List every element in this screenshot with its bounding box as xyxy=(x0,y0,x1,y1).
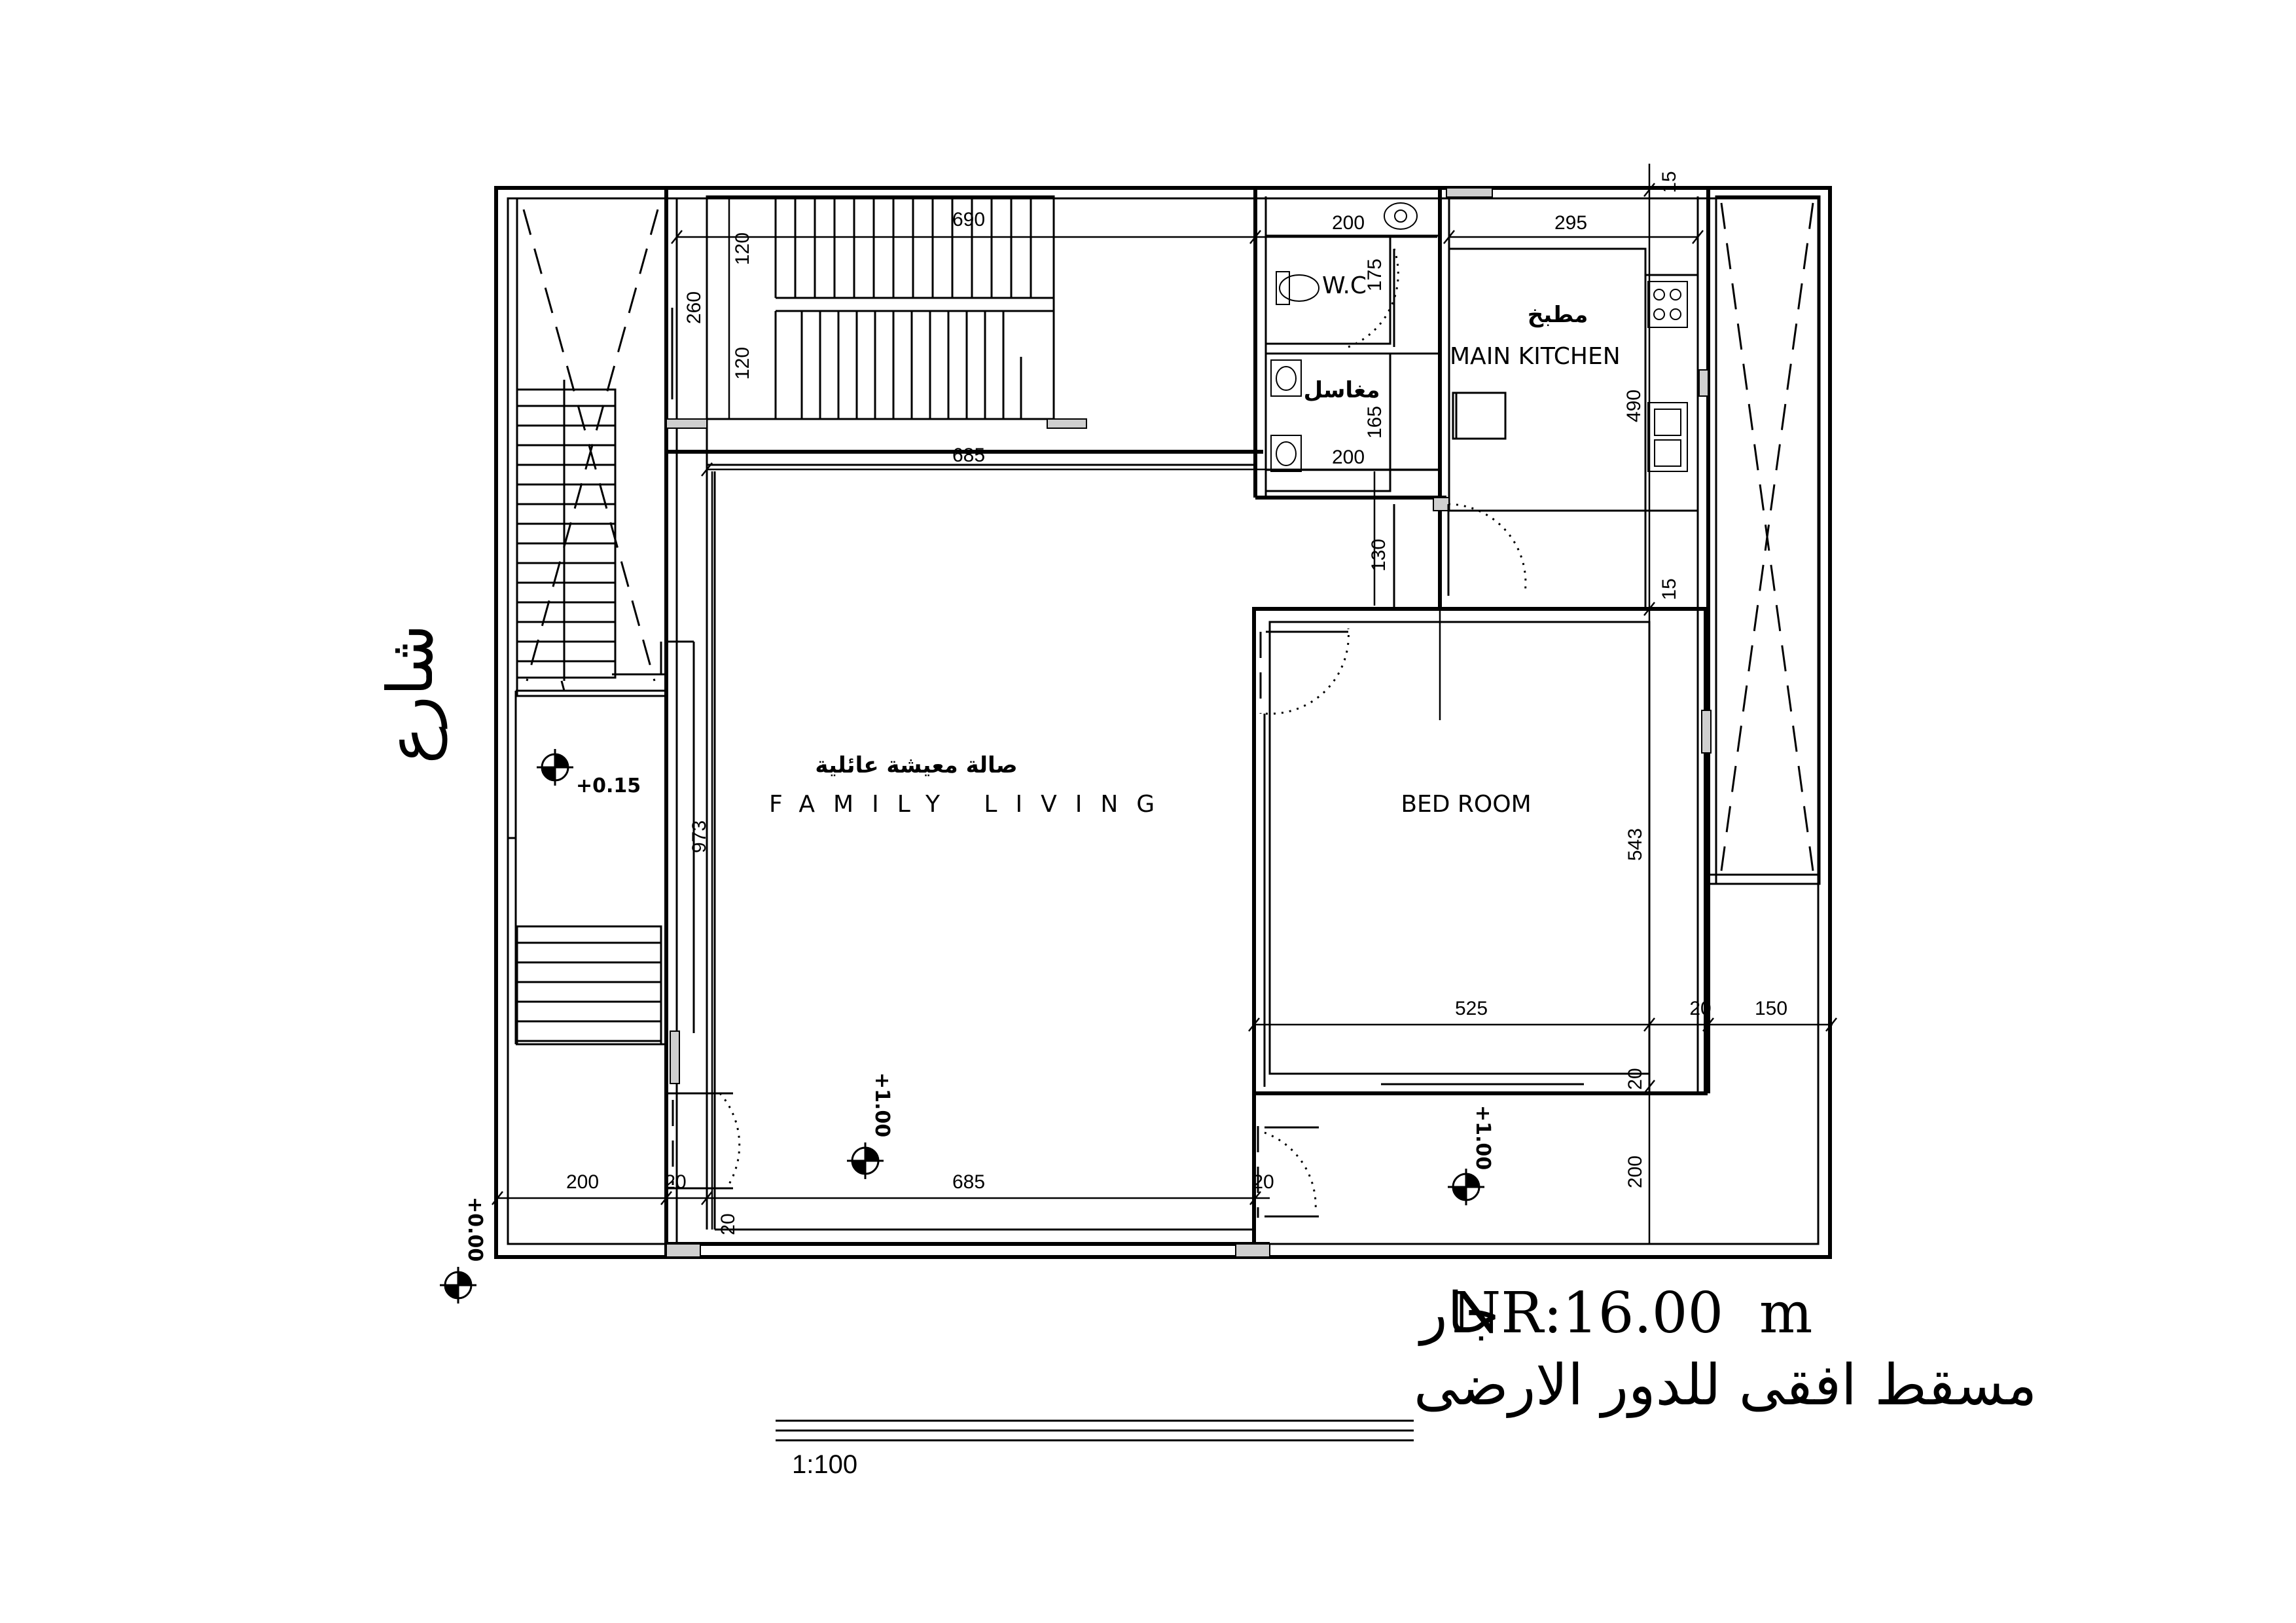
dimension-label: 295 xyxy=(1554,212,1587,234)
dimension-label: 20 xyxy=(1689,998,1711,1019)
building-walls xyxy=(508,188,1818,1257)
level-marker-icon xyxy=(1448,1169,1484,1205)
stove-icon xyxy=(1647,281,1688,328)
dimension-label: 20 xyxy=(1624,1068,1646,1089)
level-marker-icon xyxy=(847,1142,884,1179)
dimension-label: 543 xyxy=(1624,828,1646,861)
dimension-label: 200 xyxy=(1624,1156,1646,1188)
kitchen-sink-icon xyxy=(1647,402,1688,472)
drawing-title: مسقط افقى للدور الارضى xyxy=(1414,1353,2037,1418)
living-level-label: +1.00 xyxy=(870,1072,893,1137)
level-marker-icon xyxy=(537,749,573,786)
dimension-label: 525 xyxy=(1455,998,1488,1019)
sink-icon xyxy=(1270,359,1302,472)
doors xyxy=(666,248,1527,1218)
neighbor-arabic-label: جار xyxy=(1418,1281,1499,1346)
wc-label: W.C xyxy=(1322,272,1367,299)
street-label: شارع xyxy=(374,624,447,763)
kitchen-table-icon xyxy=(1452,392,1507,440)
dimension-label: 490 xyxy=(1623,390,1645,422)
dimension-label: 120 xyxy=(732,232,753,265)
dimension-label: 175 xyxy=(1364,259,1386,291)
level-marker-icon xyxy=(440,1267,476,1304)
main-staircase xyxy=(706,195,1055,420)
dimension-label: 200 xyxy=(1332,447,1365,468)
dimension-label: 130 xyxy=(1368,539,1390,572)
main-stair-treads xyxy=(774,196,1032,419)
dimension-label: 20 xyxy=(1252,1171,1274,1193)
kitchen-counter xyxy=(1644,274,1699,512)
toilet-icon xyxy=(1276,271,1319,305)
outdoor-level-label: +1.00 xyxy=(1471,1105,1494,1170)
title-underline xyxy=(776,1419,1414,1442)
dimension-label: 150 xyxy=(1755,998,1787,1019)
family-living-arabic-label: صالة معيشة عائلية xyxy=(815,752,1017,778)
dimension-label: 165 xyxy=(1364,406,1386,439)
dimension-label: 973 xyxy=(689,820,710,853)
dimension-label: 685 xyxy=(952,445,985,466)
dimension-label: 685 xyxy=(952,1171,985,1193)
family-living-label: FAMILY LIVING xyxy=(769,791,1173,818)
dimension-label: 200 xyxy=(566,1171,599,1193)
wall-openings xyxy=(660,187,1712,1258)
light-well-left xyxy=(516,197,668,697)
dimension-label: 200 xyxy=(1332,212,1365,234)
side-staircase xyxy=(516,380,662,1046)
neighbor-distance-label: NR:16.00 m xyxy=(1452,1281,1812,1346)
side-stair-treads xyxy=(517,405,661,1042)
dimension-label: 20 xyxy=(717,1213,739,1235)
dimension-label: 15 xyxy=(1659,171,1680,192)
dimension-label: 20 xyxy=(664,1171,686,1193)
dimension-ticks xyxy=(492,183,1837,1205)
ground-level-label: +0.00 xyxy=(463,1197,486,1262)
bed-room-label: BED ROOM xyxy=(1401,791,1531,818)
dimension-label: 15 xyxy=(1659,578,1680,600)
light-well-right xyxy=(1715,195,1821,885)
wc-basin-icon xyxy=(1384,202,1418,230)
dimension-label: 260 xyxy=(683,291,705,324)
dimension-label: 120 xyxy=(732,347,753,380)
dimension-label: 690 xyxy=(952,209,985,230)
plot-boundary xyxy=(494,186,1832,1259)
scale-label: 1:100 xyxy=(792,1450,857,1479)
kitchen-arabic-label: مطبخ xyxy=(1528,302,1588,328)
main-kitchen-label: MAIN KITCHEN xyxy=(1450,343,1621,370)
dimension-lines xyxy=(497,164,1833,1244)
sinks-arabic-label: مغاسل xyxy=(1304,377,1380,403)
entrance-level-label: +0.15 xyxy=(576,775,641,797)
